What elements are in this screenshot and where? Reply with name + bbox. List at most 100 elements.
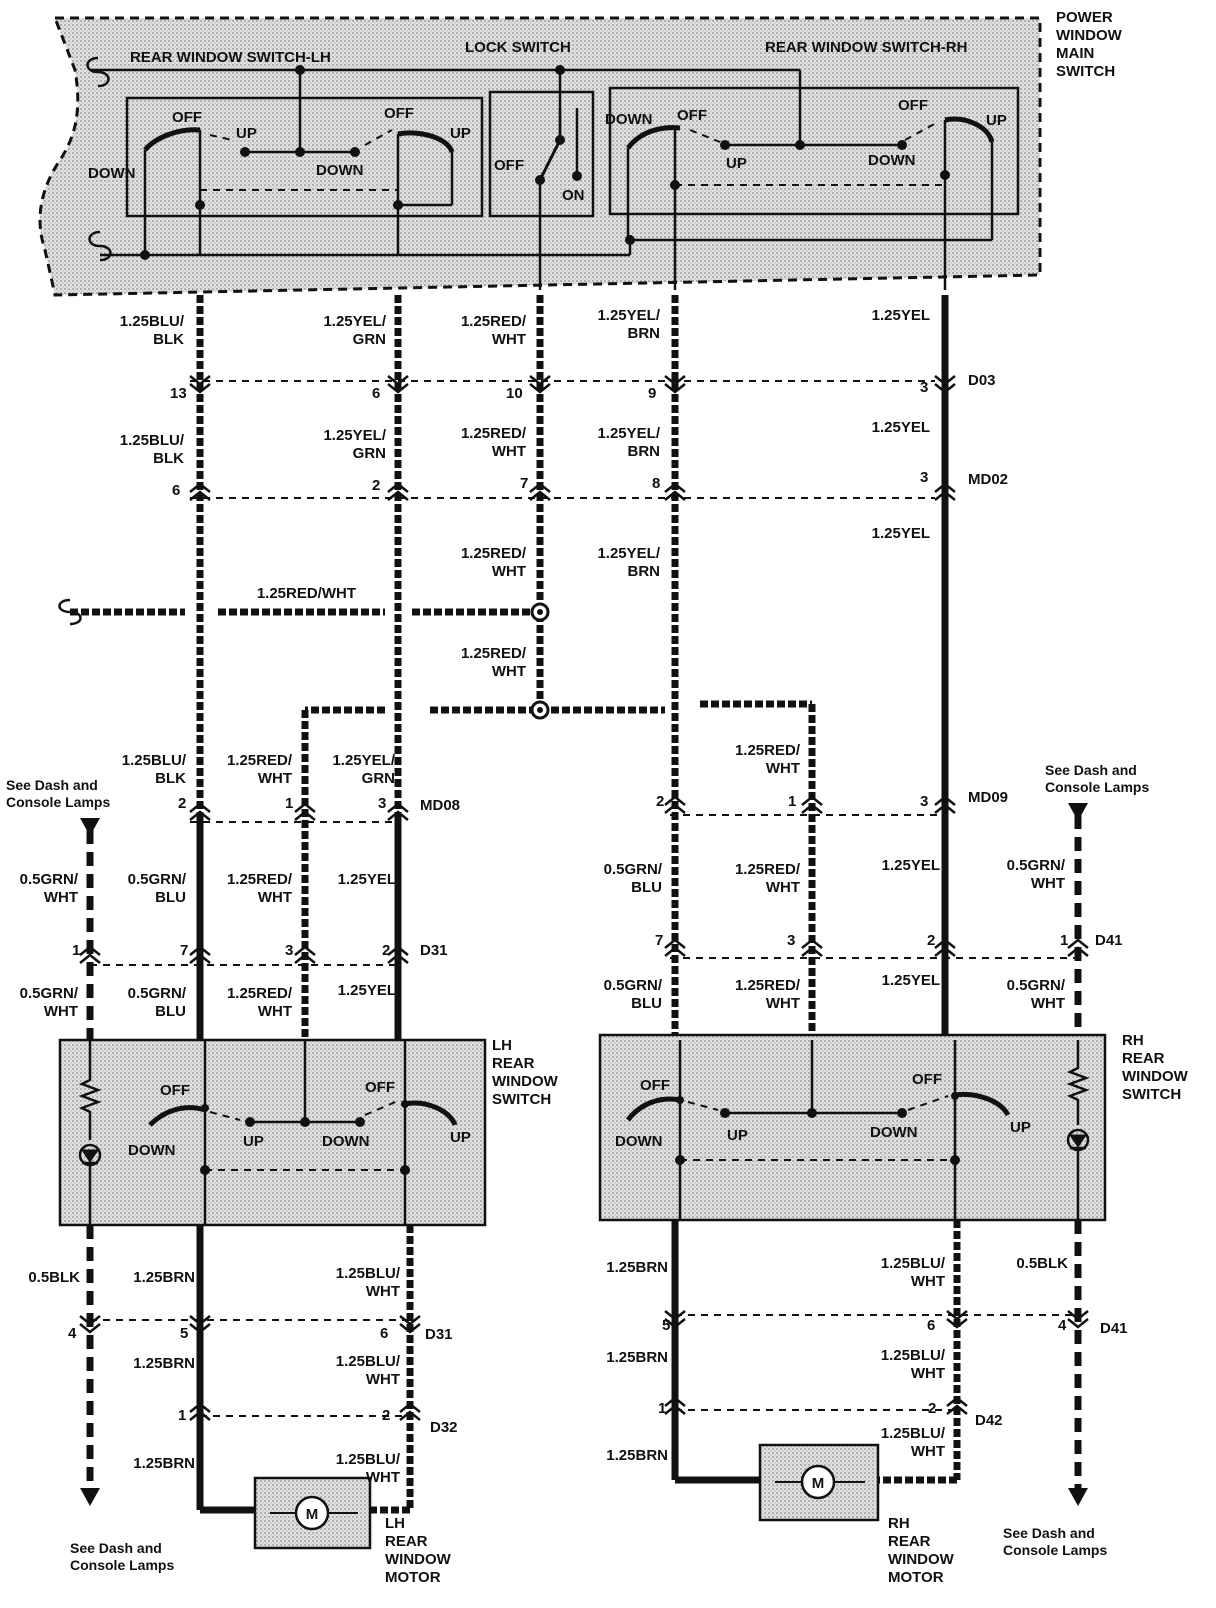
svg-text:2: 2 — [927, 932, 935, 949]
svg-text:WHT: WHT — [44, 889, 78, 906]
connector-lines — [90, 380, 1080, 1417]
svg-text:1: 1 — [72, 942, 80, 959]
rear-window-switch-rh-title: REAR WINDOW SWITCH-RH — [765, 39, 967, 56]
lock-switch-title: LOCK SWITCH — [465, 39, 571, 56]
svg-text:WHT: WHT — [258, 1003, 292, 1020]
svg-text:0.5GRN/: 0.5GRN/ — [128, 985, 187, 1002]
svg-text:1.25YEL/: 1.25YEL/ — [597, 425, 660, 442]
svg-text:Console Lamps: Console Lamps — [1045, 779, 1149, 795]
svg-text:MAIN: MAIN — [1056, 45, 1094, 62]
svg-text:LH: LH — [492, 1037, 512, 1054]
svg-text:1.25YEL: 1.25YEL — [872, 525, 930, 542]
rh-rear-down-label: DOWN — [615, 1133, 663, 1150]
svg-text:BLK: BLK — [155, 770, 186, 787]
rh-motor-m-label: M — [812, 1475, 825, 1492]
svg-text:MD02: MD02 — [968, 471, 1008, 488]
svg-text:1.25RED/: 1.25RED/ — [735, 977, 801, 994]
rh-rear-down-label-2: DOWN — [870, 1124, 918, 1141]
svg-text:WHT: WHT — [911, 1365, 945, 1382]
svg-text:1.25RED/WHT: 1.25RED/WHT — [257, 585, 356, 602]
svg-text:See Dash and: See Dash and — [6, 777, 98, 793]
svg-text:SWITCH: SWITCH — [492, 1091, 551, 1108]
lh-rear-down-label: DOWN — [128, 1142, 176, 1159]
svg-text:BRN: BRN — [628, 563, 661, 580]
svg-text:BRN: BRN — [628, 325, 661, 342]
rear-window-switch-lh-title: REAR WINDOW SWITCH-LH — [130, 49, 331, 66]
svg-text:1: 1 — [1060, 932, 1068, 949]
svg-text:MOTOR: MOTOR — [385, 1569, 441, 1586]
svg-text:D32: D32 — [430, 1419, 458, 1436]
pin-numbers: 13 6 10 9 3 6 2 7 8 3 2 1 3 2 1 3 1 7 3 … — [68, 379, 1068, 1424]
svg-text:WHT: WHT — [492, 663, 526, 680]
svg-text:2: 2 — [178, 795, 186, 812]
lh-rear-window-motor-title: LH REAR WINDOW MOTOR — [385, 1515, 452, 1586]
rh-rear-window-switch-title: RH REAR WINDOW SWITCH — [1122, 1032, 1189, 1103]
svg-text:WHT: WHT — [492, 331, 526, 348]
svg-text:1.25YEL: 1.25YEL — [872, 419, 930, 436]
svg-text:See Dash and: See Dash and — [70, 1540, 162, 1556]
svg-text:2: 2 — [928, 1400, 936, 1417]
main-lh-off-label: OFF — [172, 109, 202, 126]
svg-text:0.5GRN/: 0.5GRN/ — [604, 977, 663, 994]
main-rh-up-label: UP — [726, 155, 747, 172]
svg-text:RH: RH — [1122, 1032, 1144, 1049]
svg-text:2: 2 — [382, 942, 390, 959]
svg-text:SWITCH: SWITCH — [1056, 63, 1115, 80]
lock-off-label: OFF — [494, 157, 524, 174]
svg-text:6: 6 — [927, 1317, 935, 1334]
svg-text:1.25BRN: 1.25BRN — [606, 1259, 668, 1276]
lh-rear-window-switch-box — [58, 1038, 487, 1227]
rh-rear-off-label-2: OFF — [912, 1071, 942, 1088]
svg-text:WINDOW: WINDOW — [888, 1551, 955, 1568]
svg-text:0.5GRN/: 0.5GRN/ — [128, 871, 187, 888]
svg-text:BLU: BLU — [631, 879, 662, 896]
svg-text:3: 3 — [920, 469, 928, 486]
main-lh-down-label: DOWN — [88, 165, 136, 182]
svg-text:1.25YEL: 1.25YEL — [872, 307, 930, 324]
main-rh-switch-box — [608, 86, 1020, 216]
rh-rear-off-label: OFF — [640, 1077, 670, 1094]
svg-text:WHT: WHT — [766, 760, 800, 777]
svg-text:WINDOW: WINDOW — [492, 1073, 559, 1090]
wire-labels: 1.25BLU/BLK 1.25YEL/GRN 1.25RED/WHT 1.25… — [20, 307, 1069, 1486]
svg-text:1.25YEL/: 1.25YEL/ — [597, 307, 660, 324]
svg-text:WINDOW: WINDOW — [1056, 27, 1123, 44]
svg-text:0.5GRN/: 0.5GRN/ — [1007, 977, 1066, 994]
svg-text:1.25RED/: 1.25RED/ — [461, 313, 527, 330]
see-dash-note-lh-bottom: See Dash and Console Lamps — [70, 1540, 174, 1573]
svg-text:MD08: MD08 — [420, 797, 460, 814]
svg-text:6: 6 — [372, 385, 380, 402]
svg-text:Console Lamps: Console Lamps — [6, 794, 110, 810]
svg-text:WHT: WHT — [366, 1371, 400, 1388]
svg-text:WHT: WHT — [492, 443, 526, 460]
svg-text:6: 6 — [172, 482, 180, 499]
svg-text:WHT: WHT — [766, 995, 800, 1012]
svg-text:3: 3 — [920, 379, 928, 396]
svg-text:MOTOR: MOTOR — [888, 1569, 944, 1586]
svg-text:BLK: BLK — [153, 450, 184, 467]
svg-text:1.25YEL/: 1.25YEL/ — [323, 427, 386, 444]
svg-text:WINDOW: WINDOW — [385, 1551, 452, 1568]
splice-points — [530, 602, 550, 720]
main-lh-down-contact — [143, 127, 201, 152]
svg-text:REAR: REAR — [385, 1533, 428, 1550]
wire-break-icon — [86, 56, 110, 88]
dash-lamp-arrows — [80, 803, 1088, 1506]
svg-text:2: 2 — [382, 1407, 390, 1424]
wire-break-icon — [88, 230, 112, 262]
see-dash-note-lh-top: See Dash and Console Lamps — [6, 777, 110, 810]
rh-rear-up-label-2: UP — [1010, 1119, 1031, 1136]
svg-text:D41: D41 — [1100, 1320, 1128, 1337]
svg-text:1.25RED/: 1.25RED/ — [227, 985, 293, 1002]
main-lh-up-label-2: UP — [450, 125, 471, 142]
svg-text:MD09: MD09 — [968, 789, 1008, 806]
svg-text:10: 10 — [506, 385, 523, 402]
svg-text:LH: LH — [385, 1515, 405, 1532]
lh-rear-up-label: UP — [243, 1133, 264, 1150]
svg-text:Console Lamps: Console Lamps — [1003, 1542, 1107, 1558]
svg-text:1.25RED/: 1.25RED/ — [735, 742, 801, 759]
svg-text:7: 7 — [520, 475, 528, 492]
svg-text:WHT: WHT — [258, 889, 292, 906]
main-rh-off-label: OFF — [677, 107, 707, 124]
